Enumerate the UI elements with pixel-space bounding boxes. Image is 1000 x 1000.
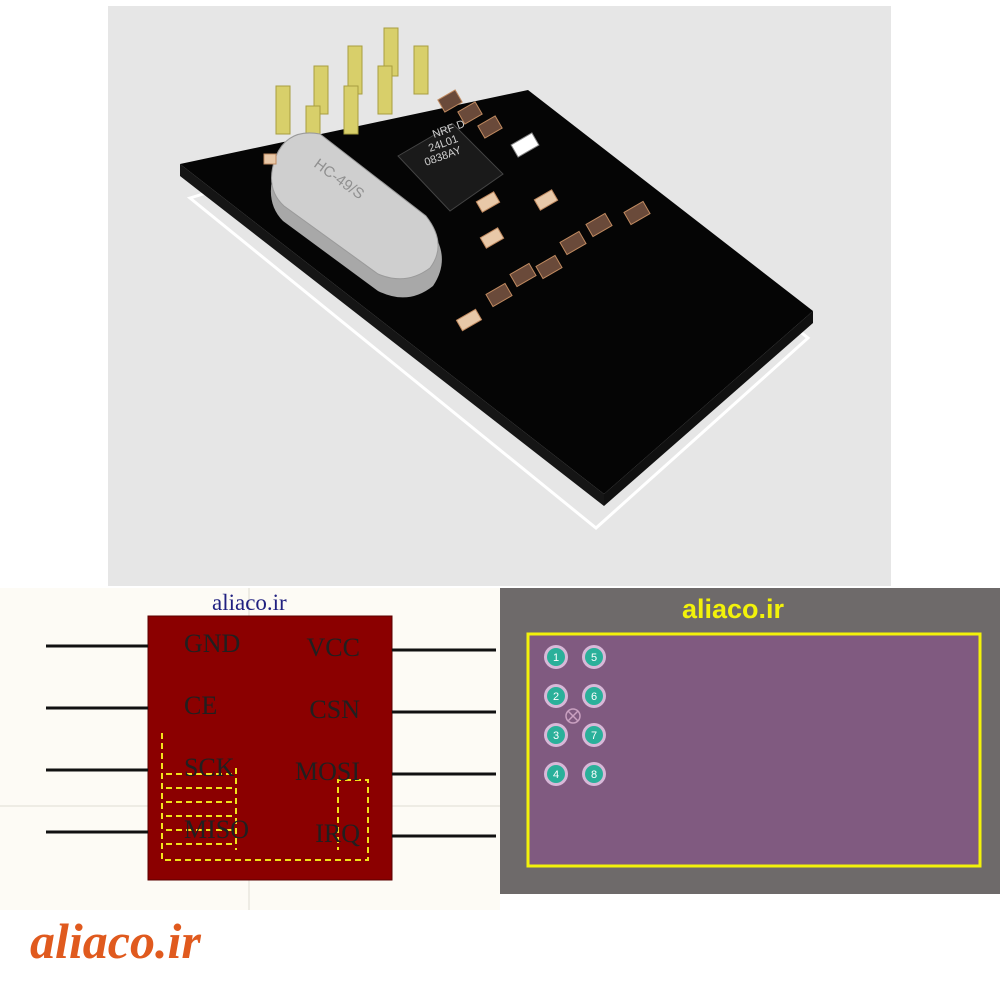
pcb-footprint-panel: 1 2 3 4 5 6 7 8 aliaco.ir	[500, 588, 1000, 894]
pin-label-irq: IRQ	[315, 819, 360, 848]
pin-label-vcc: VCC	[306, 633, 360, 662]
pad-number: 7	[591, 730, 597, 742]
footprint-outline	[526, 632, 982, 868]
smd-components	[263, 89, 651, 332]
right-pin-leads	[392, 648, 496, 838]
pcb-board-edge	[180, 164, 604, 506]
pin-label-gnd: GND	[184, 629, 241, 658]
pcb-3d-svg: HC-49/S NRF D 24L01 0838AY	[180, 27, 813, 530]
schematic-watermark: aliaco.ir	[212, 590, 287, 615]
pin-label-csn: CSN	[309, 695, 360, 724]
nrf24l01-chip: NRF D 24L01 0838AY	[397, 118, 504, 212]
pad-5: 5	[582, 645, 606, 669]
pcb-board-side	[604, 311, 813, 506]
brand-watermark: aliaco.ir	[30, 913, 201, 969]
pin-label-ce: CE	[184, 691, 218, 720]
pcb-3d-render: HC-49/S NRF D 24L01 0838AY	[108, 6, 891, 586]
pad-number: 3	[553, 730, 559, 742]
schematic-symbol-panel: aliaco.ir GND CE SCK MISO VCC CSN MOSI IRQ	[0, 588, 500, 910]
crystal-hc49s: HC-49/S	[270, 132, 442, 298]
footprint-pads: 1 2 3 4 5 6 7 8	[544, 645, 606, 786]
pad-number: 6	[591, 691, 597, 703]
footprint-watermark: aliaco.ir	[682, 594, 785, 624]
pad-4: 4	[544, 762, 568, 786]
pin-label-mosi: MOSI	[294, 757, 360, 786]
dashed-annotation	[161, 733, 369, 861]
left-pin-leads	[46, 644, 148, 834]
pin-label-miso: MISO	[184, 815, 250, 844]
pad-number: 4	[553, 769, 559, 781]
pad-6: 6	[582, 684, 606, 708]
pad-8: 8	[582, 762, 606, 786]
pad-number: 8	[591, 769, 597, 781]
footprint-svg: 1 2 3 4 5 6 7 8	[526, 632, 982, 868]
pad-number: 1	[553, 652, 559, 664]
pad-2: 2	[544, 684, 568, 708]
pad-1: 1	[544, 645, 568, 669]
schematic-svg	[0, 588, 500, 910]
ic-body	[147, 615, 393, 881]
pin-label-sck: SCK	[184, 753, 235, 782]
pad-7: 7	[582, 723, 606, 747]
origin-marker	[565, 708, 581, 724]
pad-number: 5	[591, 652, 597, 664]
pad-number: 2	[553, 691, 559, 703]
pad-3: 3	[544, 723, 568, 747]
